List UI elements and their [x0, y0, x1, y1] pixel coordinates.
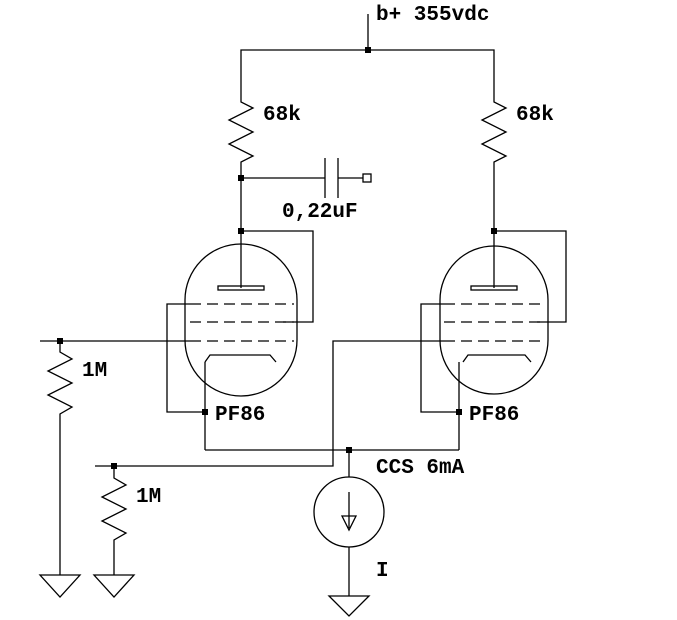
current-source-symbol: I [376, 560, 389, 583]
tube-left [166, 170, 314, 450]
tube-right [420, 170, 567, 450]
grid-resistor-right-label: 1M [136, 486, 161, 509]
plate-resistor-right-label: 68k [516, 104, 554, 127]
grid-input-left [38, 338, 190, 598]
plate-resistor-right [480, 95, 508, 170]
supply-label: b+ 355vdc [376, 4, 489, 27]
capacitor-label: 0,22uF [282, 201, 358, 224]
grid-resistor-left-label: 1M [82, 360, 107, 383]
tube-right-label: PF86 [469, 404, 519, 427]
current-source-label: CCS 6mA [376, 457, 465, 480]
supply-rail [240, 14, 495, 95]
output-capacitor [238, 158, 372, 198]
tube-left-label: PF86 [215, 404, 265, 427]
ground-icon [38, 574, 82, 598]
plate-resistor-left [227, 95, 255, 170]
arrow-down-icon [340, 515, 358, 532]
cathode-tail [205, 447, 459, 617]
plate-resistor-left-label: 68k [263, 104, 301, 127]
grid-resistor-right [100, 466, 128, 575]
ground-icon [327, 595, 371, 617]
ground-icon [92, 574, 136, 598]
grid-resistor-left [46, 341, 74, 575]
grid-input-right [92, 340, 444, 598]
